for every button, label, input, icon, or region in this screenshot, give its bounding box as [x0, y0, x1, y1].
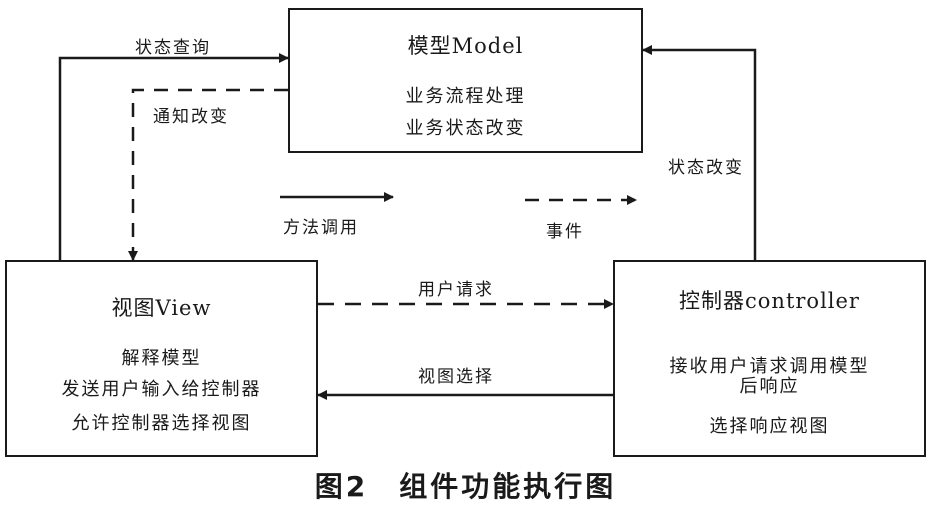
view-box: 视图View 解释模型 发送用户输入给控制器 允许控制器选择视图 [5, 260, 318, 457]
model-line-1: 业务流程处理 [405, 86, 526, 107]
notify-change-arrow [128, 88, 288, 261]
controller-box: 控制器controller 接收用户请求调用模型 后响应 选择响应视图 [613, 260, 926, 457]
legend-event-label: 事件 [546, 222, 584, 242]
state-query-arrow [58, 53, 289, 260]
controller-line-3: 选择响应视图 [709, 416, 830, 437]
model-box: 模型Model 业务流程处理 业务状态改变 [288, 8, 643, 153]
controller-line-2: 后响应 [739, 376, 800, 397]
model-line-2: 业务状态改变 [405, 118, 526, 139]
notify-change-label: 通知改变 [153, 107, 229, 127]
controller-title: 控制器controller [679, 289, 860, 313]
view-line-3: 允许控制器选择视图 [71, 413, 252, 434]
legend-method-call-label: 方法调用 [283, 218, 359, 238]
figure-caption: 图2 组件功能执行图 [314, 470, 617, 503]
model-title: 模型Model [407, 34, 524, 58]
state-change-label: 状态改变 [668, 158, 744, 178]
view-select-label: 视图选择 [418, 367, 494, 387]
controller-line-1: 接收用户请求调用模型 [669, 356, 870, 377]
user-request-label: 用户请求 [418, 280, 494, 300]
view-line-2: 发送用户输入给控制器 [61, 379, 262, 400]
state-query-label: 状态查询 [135, 38, 211, 58]
view-line-1: 解释模型 [121, 348, 202, 369]
state-change-arrow [642, 45, 757, 260]
view-title: 视图View [111, 296, 212, 320]
